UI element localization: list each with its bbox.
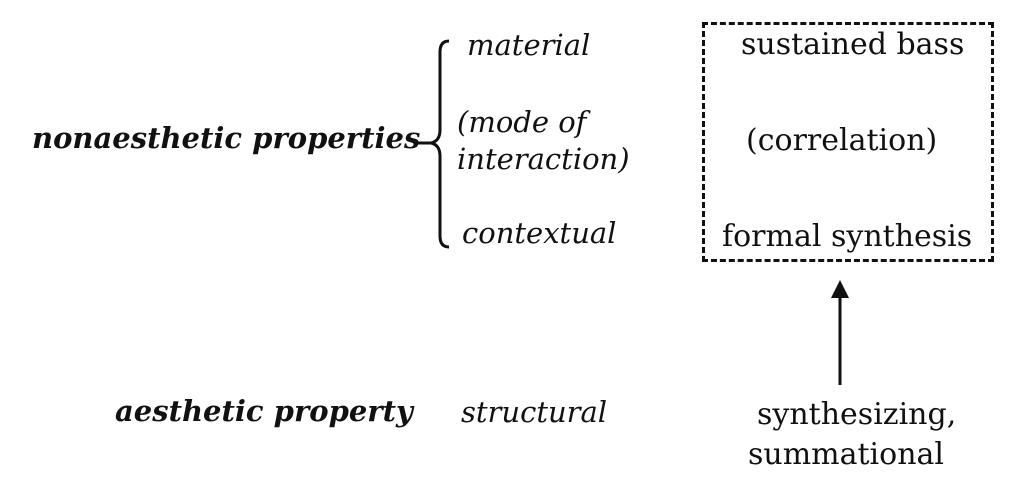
nonaesthetic-properties-label: nonaesthetic properties — [32, 121, 421, 155]
sustained-bass-label: sustained bass — [741, 27, 965, 62]
mode-of-label: (mode of — [457, 105, 587, 139]
summational-label: summational — [748, 437, 945, 472]
contextual-label: contextual — [462, 216, 617, 250]
dashed-box — [702, 22, 994, 262]
arrow-head-icon — [831, 280, 849, 298]
material-label: material — [467, 28, 591, 62]
correlation-label: (correlation) — [746, 123, 938, 158]
synthesizing-label: synthesizing, — [757, 397, 957, 432]
interaction-label: interaction) — [457, 142, 630, 176]
structural-label: structural — [461, 395, 608, 429]
aesthetic-property-label: aesthetic property — [115, 394, 413, 428]
formal-synthesis-label: formal synthesis — [722, 219, 973, 254]
